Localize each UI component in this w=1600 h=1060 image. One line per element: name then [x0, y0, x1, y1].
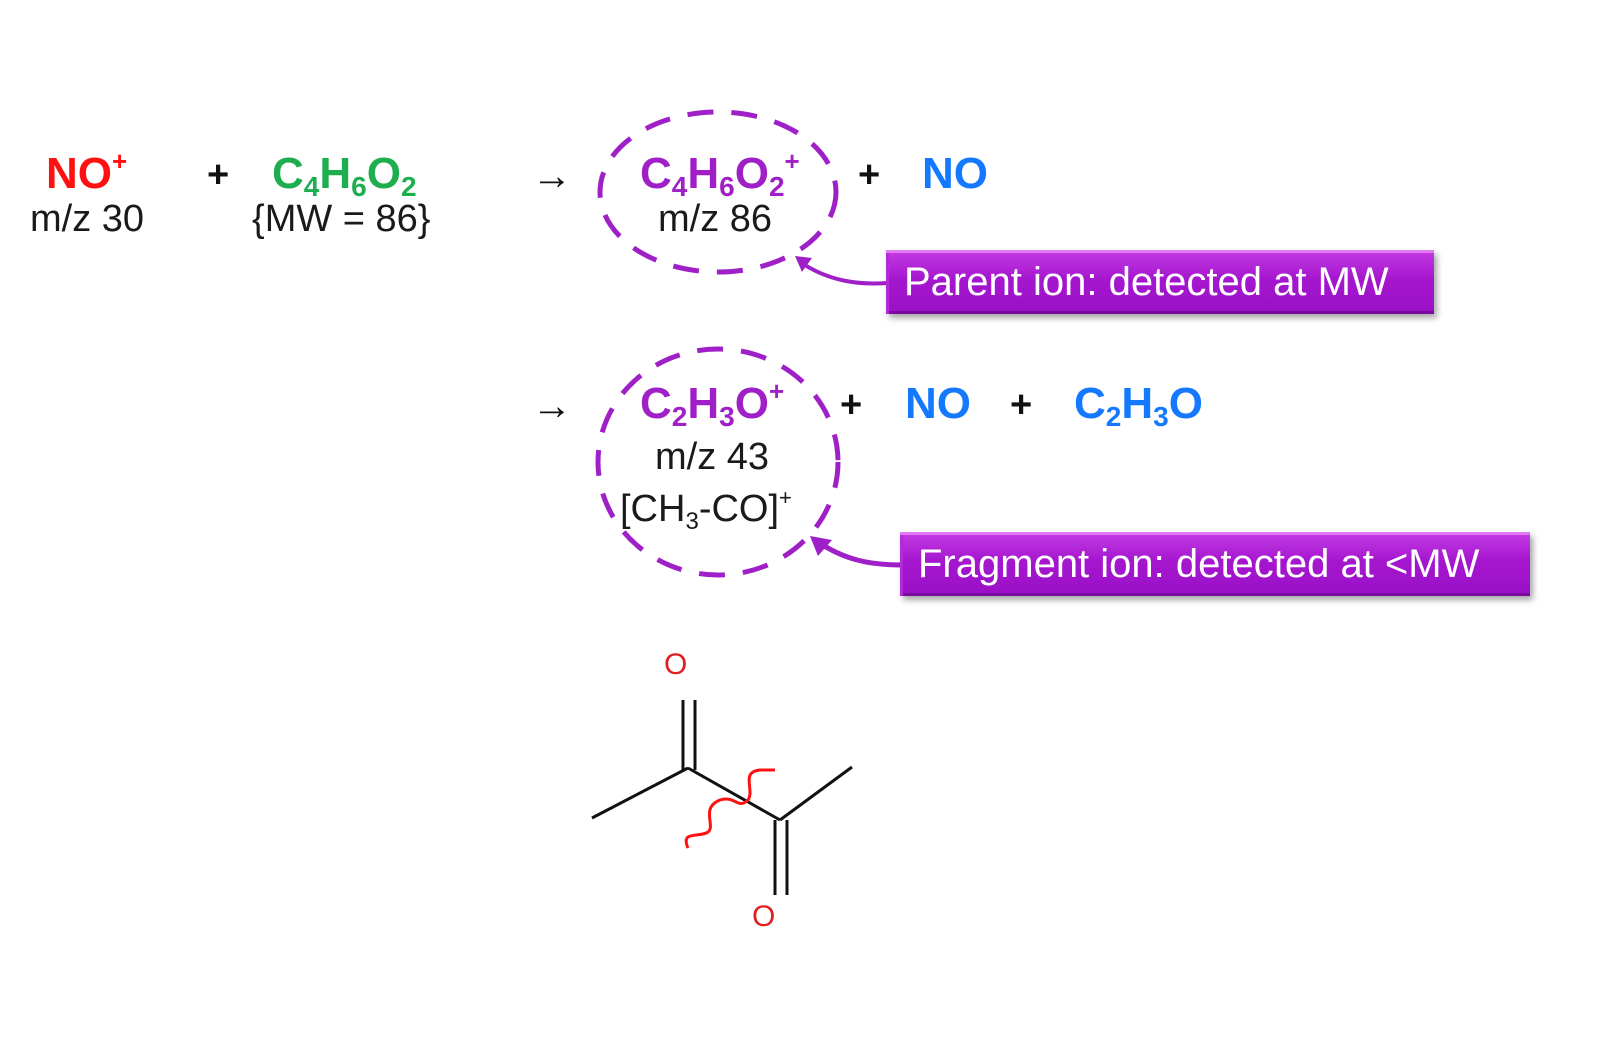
reagent-ion-formula: NO+ — [46, 148, 127, 198]
butanedione-structure — [591, 700, 853, 895]
bond-lines — [591, 700, 853, 895]
neutral-no: NO — [922, 149, 988, 198]
neutral-no: NO — [905, 379, 971, 428]
oxygen-atom-label: O — [752, 900, 776, 933]
fragment-ion-dashed-circle — [595, 346, 841, 578]
fragment-ion-formula: C2H3O+ — [640, 376, 785, 432]
reaction-arrow-1: → — [532, 154, 572, 198]
plus-sign: + — [1010, 384, 1033, 426]
plus-sign: + — [207, 154, 230, 196]
parent-ion-dashed-circle — [597, 109, 839, 275]
reagent-ion-mz: m/z 30 — [30, 198, 145, 240]
analyte-mw: {MW = 86} — [252, 198, 431, 240]
analyte-formula: C4H6O2 — [272, 149, 417, 202]
parent-ion-formula: C4H6O2+ — [640, 146, 800, 202]
parent-ion-callout: Parent ion: detected at MW — [886, 250, 1434, 314]
plus-sign: + — [840, 384, 863, 426]
oxygen-atom-label: O — [664, 648, 688, 681]
reaction-arrow-2: → — [532, 384, 572, 428]
fragment-callout-arrow — [810, 536, 903, 568]
plus-sign: + — [858, 154, 881, 196]
parent-callout-arrow — [795, 256, 889, 286]
fragment-ion-callout: Fragment ion: detected at <MW — [900, 532, 1530, 596]
reagent-ion-symbol: NO — [46, 149, 112, 198]
fragment-ion-mz: m/z 43 — [655, 436, 770, 478]
neutral-c2h3o: C2H3O — [1074, 379, 1203, 432]
parent-ion-mz: m/z 86 — [658, 198, 773, 240]
fragment-ion-structure: [CH3-CO]+ — [620, 485, 792, 535]
reagent-ion-charge: + — [112, 146, 128, 176]
cleavage-wavy-line — [684, 768, 775, 849]
